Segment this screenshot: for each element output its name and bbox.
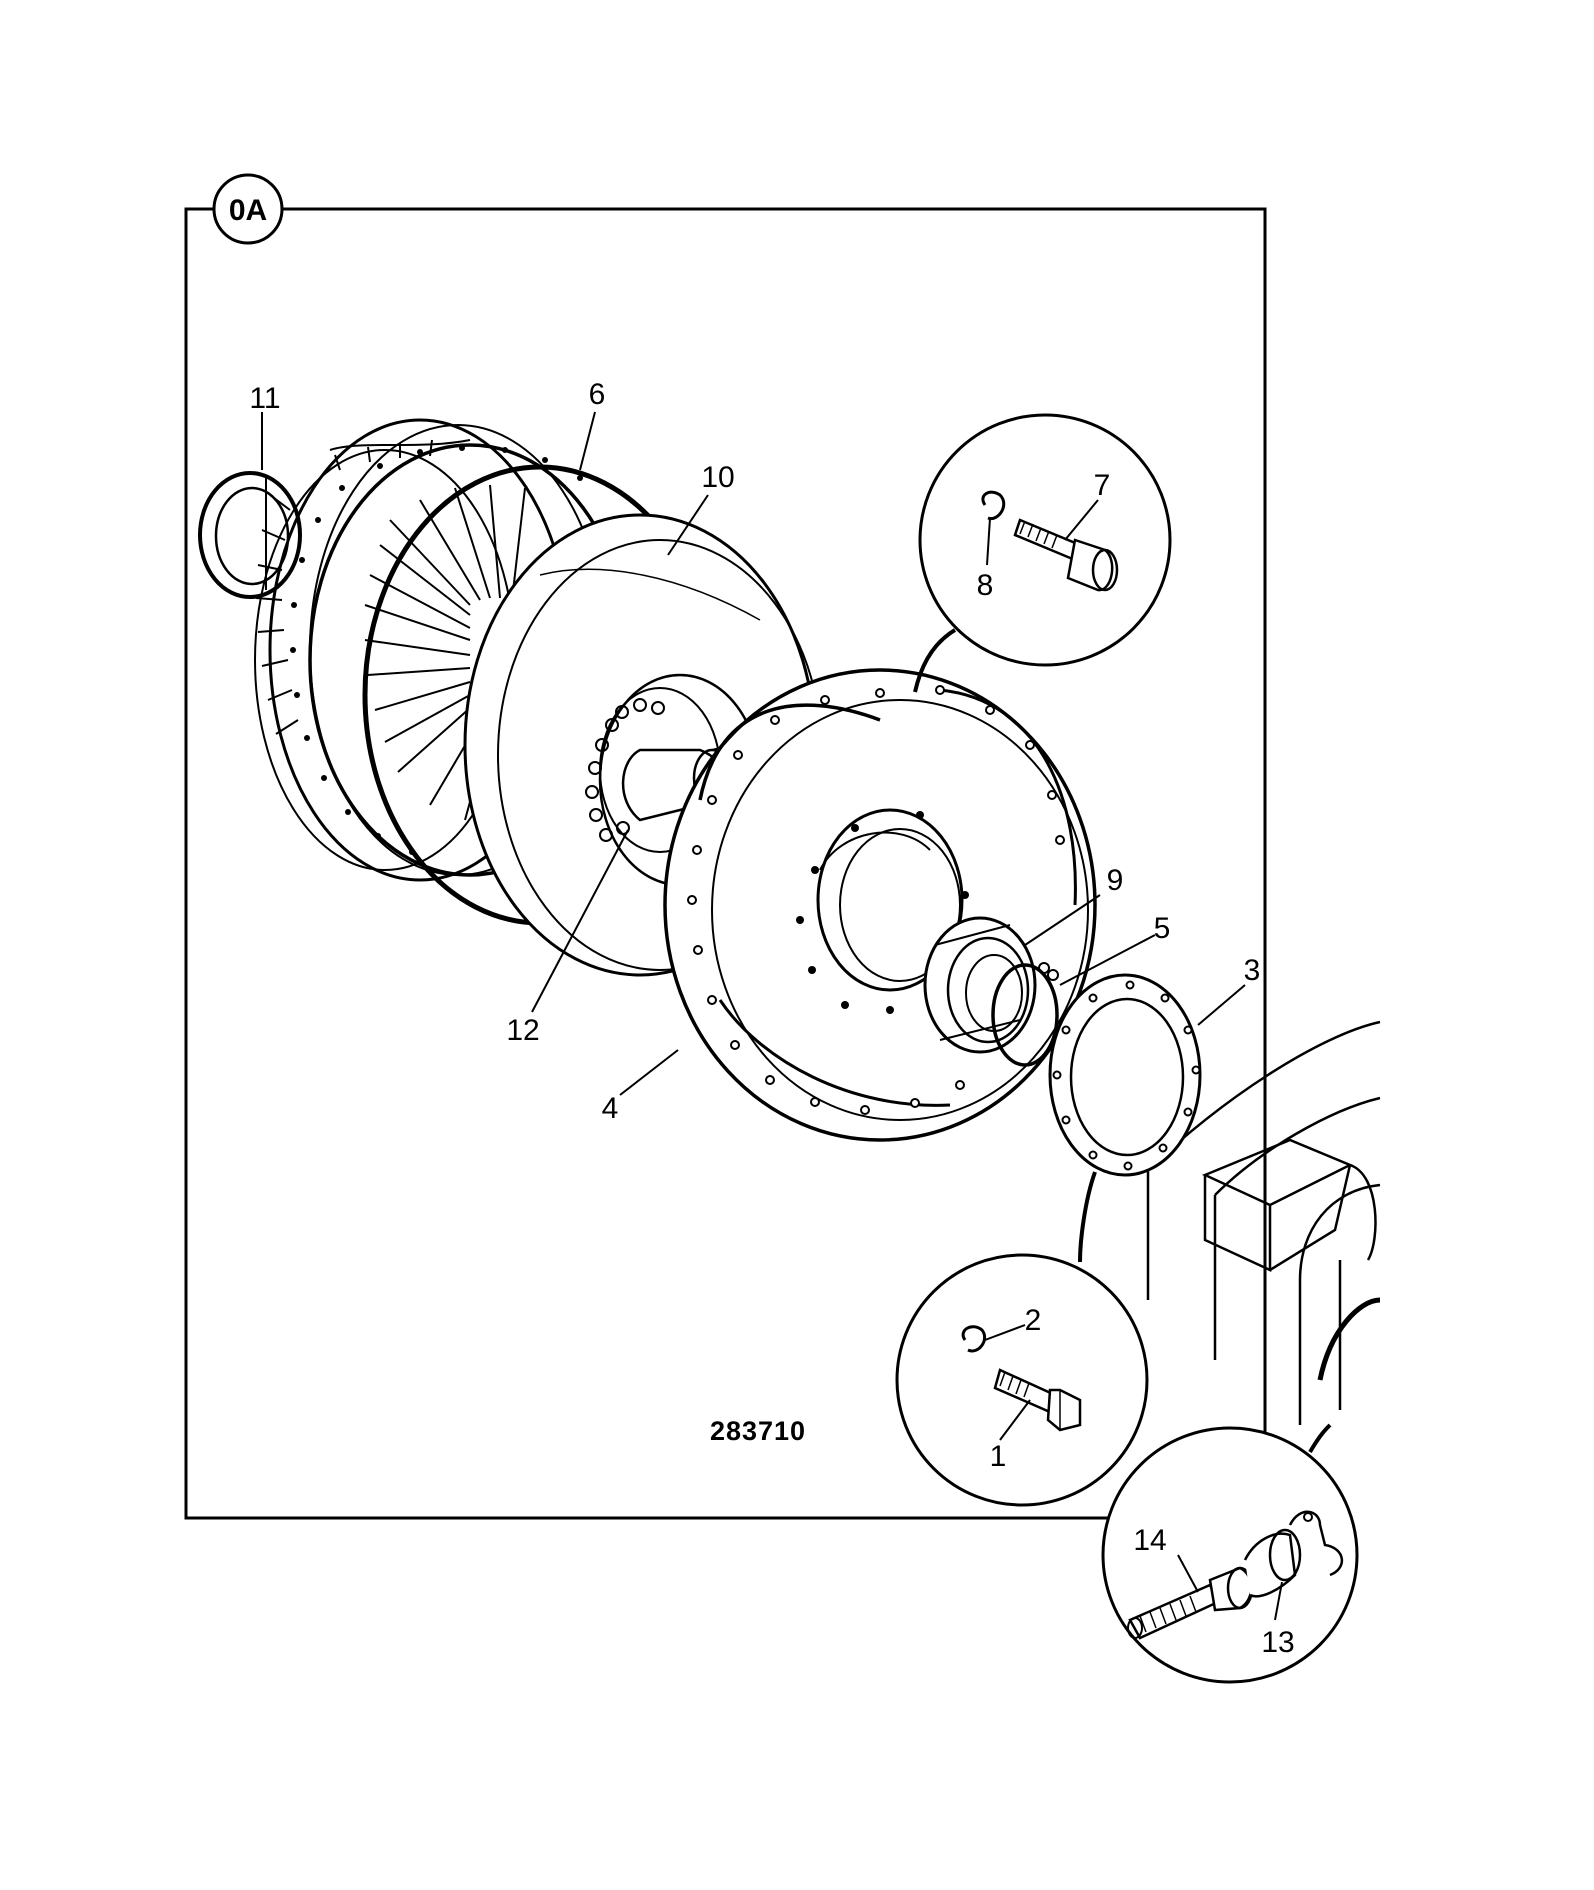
detail-callout-bolt-1-2: [895, 1171, 1149, 1507]
part-12-hub-bolts: [585, 698, 665, 842]
figure-badge: 0A: [212, 173, 284, 245]
callout-9: 9: [1107, 864, 1124, 897]
drawing-reference-number: 283710: [710, 1416, 806, 1446]
figure-badge-label: 0A: [229, 194, 267, 227]
callout-1: 1: [990, 1440, 1007, 1473]
callout-13: 13: [1261, 1626, 1294, 1659]
callout-6: 6: [589, 378, 606, 411]
callout-3: 3: [1244, 954, 1261, 987]
diagram-frame: [184, 207, 1267, 1520]
callout-7: 7: [1094, 469, 1111, 502]
callout-8: 8: [977, 569, 994, 602]
callout-14: 14: [1133, 1524, 1166, 1557]
detail-callout-bolt-7-8: [913, 413, 1172, 693]
part-4-cover: [663, 668, 1097, 1142]
part-9-bearing-carrier: [923, 916, 1037, 1054]
part-11-seal-ring: [198, 471, 302, 599]
callout-12: 12: [506, 1014, 539, 1047]
callout-4: 4: [602, 1092, 619, 1125]
part-3-gasket: [1048, 973, 1202, 1177]
detail-callout-stud-13-14: [1101, 1423, 1359, 1684]
callout-11: 11: [249, 382, 280, 415]
callout-10: 10: [701, 461, 734, 494]
callout-labels: 11 6 10 7 8 9 5 3 12 4 2 1 14 13: [249, 378, 1294, 1659]
callout-2: 2: [1025, 1304, 1042, 1337]
callout-5: 5: [1154, 912, 1171, 945]
part-5-circlip: [991, 962, 1059, 1067]
leader-lines: [261, 411, 1283, 1621]
